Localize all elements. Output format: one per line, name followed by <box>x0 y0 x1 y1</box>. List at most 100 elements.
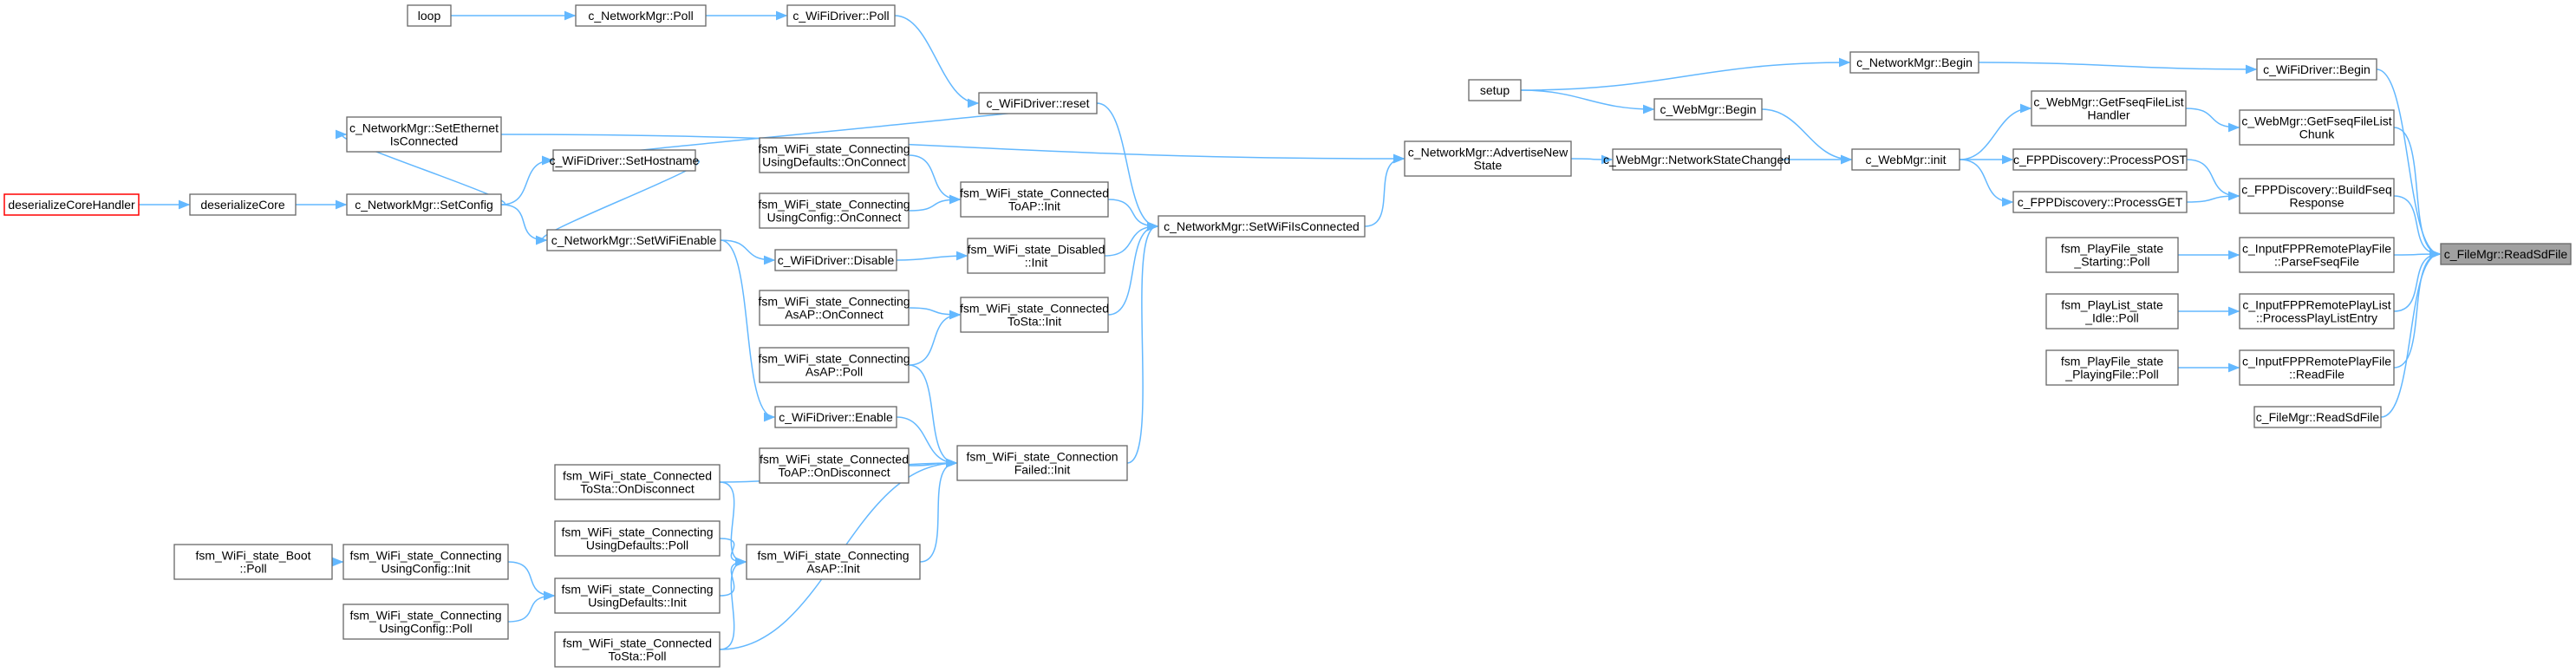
edge-wifi-sethostname-to-nm-setwifienable <box>535 160 700 245</box>
node-label: c_NetworkMgr::SetWiFiIsConnected <box>1164 219 1360 233</box>
node-box <box>2239 178 2395 214</box>
node-pl-idle[interactable]: fsm_PlayList_state_Idle::Poll <box>2045 293 2179 329</box>
node-cuc-init[interactable]: fsm_WiFi_state_ConnectingUsingConfig::In… <box>342 544 509 580</box>
edge-line <box>1959 103 2032 160</box>
node-box <box>978 92 1098 114</box>
node-label: fsm_WiFi_state_Boot <box>195 549 310 563</box>
node-label: fsm_WiFi_state_Disabled <box>968 243 1105 257</box>
edge-webmgr-init-to-fpp-get <box>1959 159 2014 207</box>
node-wifi-enable[interactable]: c_WiFiDriver::Enable <box>774 406 897 428</box>
edge-line <box>719 538 747 567</box>
node-wifi-begin[interactable]: c_WiFiDriver::Begin <box>2256 58 2377 81</box>
node-fpp-get[interactable]: c_FPPDiscovery::ProcessGET <box>2012 191 2188 213</box>
node-box <box>2045 293 2179 329</box>
node-label: ToSta::OnDisconnect <box>580 482 695 496</box>
node-box <box>346 193 502 216</box>
edge-nm-begin-to-wifi-begin <box>1978 62 2258 75</box>
node-label: c_WebMgr::NetworkStateChanged <box>1603 153 1790 166</box>
node-label: ToSta::Poll <box>609 649 667 663</box>
node-wifi-sethostname[interactable]: c_WiFiDriver::SetHostname <box>550 149 700 172</box>
node-box <box>575 4 707 27</box>
node-box <box>554 577 721 614</box>
node-label: setup <box>1480 83 1510 97</box>
edge-line <box>1570 154 1614 165</box>
node-webmgr-init[interactable]: c_WebMgr::init <box>1851 148 1960 171</box>
node-nm-poll[interactable]: c_NetworkMgr::Poll <box>575 4 707 27</box>
edge-setup-to-nm-begin <box>1520 57 1851 91</box>
node-deser-handler[interactable]: deserializeCoreHandler <box>3 193 140 216</box>
node-ctoap-ondisconnect[interactable]: fsm_WiFi_state_ConnectedToAP::OnDisconne… <box>759 447 910 484</box>
node-readsd-leaf[interactable]: c_FileMgr::ReadSdFile <box>2253 406 2382 428</box>
node-loop[interactable]: loop <box>407 4 452 27</box>
node-label: ::Init <box>1025 256 1048 270</box>
node-label: c_NetworkMgr::Poll <box>588 9 693 23</box>
node-nm-setconfig[interactable]: c_NetworkMgr::SetConfig <box>346 193 502 216</box>
node-cud-onconnect[interactable]: fsm_WiFi_state_ConnectingUsingDefaults::… <box>758 137 910 173</box>
edge-nm-advertise-to-webmgr-netstate <box>1570 154 1614 165</box>
edge-line <box>908 307 962 320</box>
node-deser-core[interactable]: deserializeCore <box>189 193 297 216</box>
node-readsd-root[interactable]: c_FileMgr::ReadSdFile <box>2440 243 2572 265</box>
node-webmgr-begin[interactable]: c_WebMgr::Begin <box>1653 98 1763 121</box>
node-disabled-init[interactable]: fsm_WiFi_state_Disabled::Init <box>967 238 1105 274</box>
node-pf-starting[interactable]: fsm_PlayFile_state_Starting::Poll <box>2045 237 2179 273</box>
node-nm-setwifi-conn[interactable]: c_NetworkMgr::SetWiFiIsConnected <box>1158 215 1366 238</box>
edge-nm-setconfig-to-nm-setwifienable <box>500 204 548 245</box>
edge-line <box>1959 159 2014 207</box>
node-wifi-disable[interactable]: c_WiFiDriver::Disable <box>774 249 897 271</box>
node-label: ::ProcessPlayListEntry <box>2256 311 2377 325</box>
node-box <box>2012 148 2188 171</box>
node-label: fsm_WiFi_state_Connected <box>563 636 712 650</box>
node-label: _PlayingFile::Poll <box>2064 368 2158 382</box>
edge-nm-setconfig-to-nm-setethernet <box>335 129 505 206</box>
node-boot-poll[interactable]: fsm_WiFi_state_Boot::Poll <box>173 544 333 580</box>
node-cud-init[interactable]: fsm_WiFi_state_ConnectingUsingDefaults::… <box>554 577 721 614</box>
node-inp-parsefseq[interactable]: c_InputFPPRemotePlayFile::ParseFseqFile <box>2239 237 2395 273</box>
node-wifi-poll[interactable]: c_WiFiDriver::Poll <box>786 4 896 27</box>
node-box <box>173 544 333 580</box>
node-box <box>2045 237 2179 273</box>
edge-line <box>1107 221 1159 316</box>
node-nm-setwifienable[interactable]: c_NetworkMgr::SetWiFiEnable <box>546 229 721 251</box>
node-label: c_WebMgr::init <box>1865 153 1946 166</box>
node-ctosta-ondisconnect[interactable]: fsm_WiFi_state_ConnectedToSta::OnDisconn… <box>554 464 721 500</box>
node-cuc-onconnect[interactable]: fsm_WiFi_state_ConnectingUsingConfig::On… <box>758 192 910 229</box>
node-box <box>2253 406 2382 428</box>
node-label: c_FileMgr::ReadSdFile <box>2256 410 2380 424</box>
edge-disabled-init-to-nm-setwifi-conn <box>1104 221 1159 257</box>
node-cud-poll[interactable]: fsm_WiFi_state_ConnectingUsingDefaults::… <box>554 520 721 557</box>
edge-nm-setwifi-conn-to-nm-advertise <box>1364 153 1405 227</box>
node-wifi-reset[interactable]: c_WiFiDriver::reset <box>978 92 1098 114</box>
edge-line <box>2186 191 2240 203</box>
node-inp-playlist[interactable]: c_InputFPPRemotePlayList::ProcessPlayLis… <box>2239 293 2395 329</box>
node-setup[interactable]: setup <box>1468 79 1522 101</box>
edge-connfailed-init-to-nm-setwifi-conn <box>1126 221 1159 464</box>
edge-inp-readfile-to-readsd-root <box>2393 249 2442 369</box>
node-box <box>342 544 509 580</box>
node-inp-readfile[interactable]: c_InputFPPRemotePlayFile::ReadFile <box>2239 349 2395 386</box>
node-pf-playing[interactable]: fsm_PlayFile_state_PlayingFile::Poll <box>2045 349 2179 386</box>
node-fpp-post[interactable]: c_FPPDiscovery::ProcessPOST <box>2012 148 2188 171</box>
edge-cuc-poll-to-cud-init <box>507 590 556 623</box>
edge-line <box>500 134 1405 164</box>
node-label: fsm_WiFi_state_Connected <box>960 186 1109 200</box>
node-webmgr-netstate[interactable]: c_WebMgr::NetworkStateChanged <box>1603 148 1790 171</box>
node-label: c_NetworkMgr::Begin <box>1856 55 1973 69</box>
node-nm-begin[interactable]: c_NetworkMgr::Begin <box>1849 51 1979 74</box>
node-label: Chunk <box>2299 127 2335 141</box>
node-cuc-poll[interactable]: fsm_WiFi_state_ConnectingUsingConfig::Po… <box>342 603 509 640</box>
edge-webmgr-begin-to-webmgr-init <box>1761 108 1853 165</box>
edge-line <box>720 239 776 422</box>
